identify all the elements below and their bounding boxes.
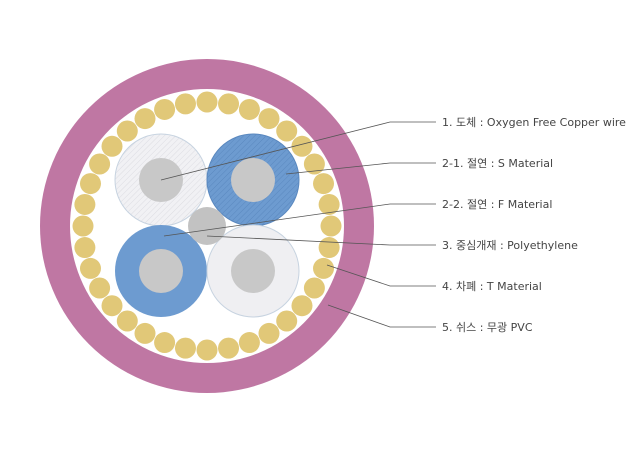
shield-strand (101, 295, 123, 317)
shield-strand (134, 322, 156, 344)
shield-strand (101, 135, 123, 157)
shield-strand (89, 153, 111, 175)
shield-strand (196, 339, 218, 361)
shield-strand (313, 173, 335, 195)
label-sheath: 5. 쉬스 : 무광 PVC (442, 321, 533, 334)
shield-strand (318, 237, 340, 259)
shield-strand (79, 173, 101, 195)
shield-strand (134, 108, 156, 130)
leader-line-shield (326, 264, 436, 287)
leader-line-filler (206, 235, 436, 246)
shield-strand (276, 120, 298, 142)
leader-line-insulation-s (285, 162, 436, 175)
shield-strand (74, 193, 96, 215)
shield-strand (318, 193, 340, 215)
shield-strand (320, 215, 342, 237)
label-conductor: 1. 도체 : Oxygen Free Copper wire (442, 116, 626, 129)
shield-strand-ring (72, 91, 342, 361)
leader-line-insulation-f (163, 203, 436, 237)
shield-strand (258, 108, 280, 130)
shield-strand (238, 98, 260, 120)
shield-strand (313, 257, 335, 279)
shield-strand (174, 337, 196, 359)
conductor-bottom-left (139, 249, 183, 293)
shield-strand (276, 310, 298, 332)
conductor-top-right (231, 158, 275, 202)
shield-strand (72, 215, 94, 237)
leader-line-sheath (327, 304, 436, 328)
shield-strand (154, 98, 176, 120)
shield-strand (79, 257, 101, 279)
core-top-right (206, 133, 300, 227)
shield-strand (291, 135, 313, 157)
label-filler: 3. 중심개재 : Polyethylene (442, 239, 578, 252)
shield-strand (116, 120, 138, 142)
shield-strand (303, 277, 325, 299)
shield-strand (303, 153, 325, 175)
shield-strand (174, 93, 196, 115)
label-shield: 4. 차폐 : T Material (442, 280, 542, 293)
shield-strand (89, 277, 111, 299)
leader-lines (160, 121, 436, 328)
core-bottom-left (115, 225, 207, 317)
shield-strand (218, 337, 240, 359)
leader-line-conductor (160, 121, 436, 181)
shield-strand (116, 310, 138, 332)
label-insulation-f: 2-2. 절연 : F Material (442, 198, 552, 211)
shield-strand (154, 332, 176, 354)
label-insulation-s: 2-1. 절연 : S Material (442, 157, 553, 170)
shield-strand (218, 93, 240, 115)
shield-strand (74, 237, 96, 259)
center-filler (188, 207, 226, 245)
shield-strand (196, 91, 218, 113)
shield-strand (291, 295, 313, 317)
shield-strand (258, 322, 280, 344)
core-bottom-right (206, 224, 300, 318)
shield-strand (238, 332, 260, 354)
conductor-bottom-right (231, 249, 275, 293)
